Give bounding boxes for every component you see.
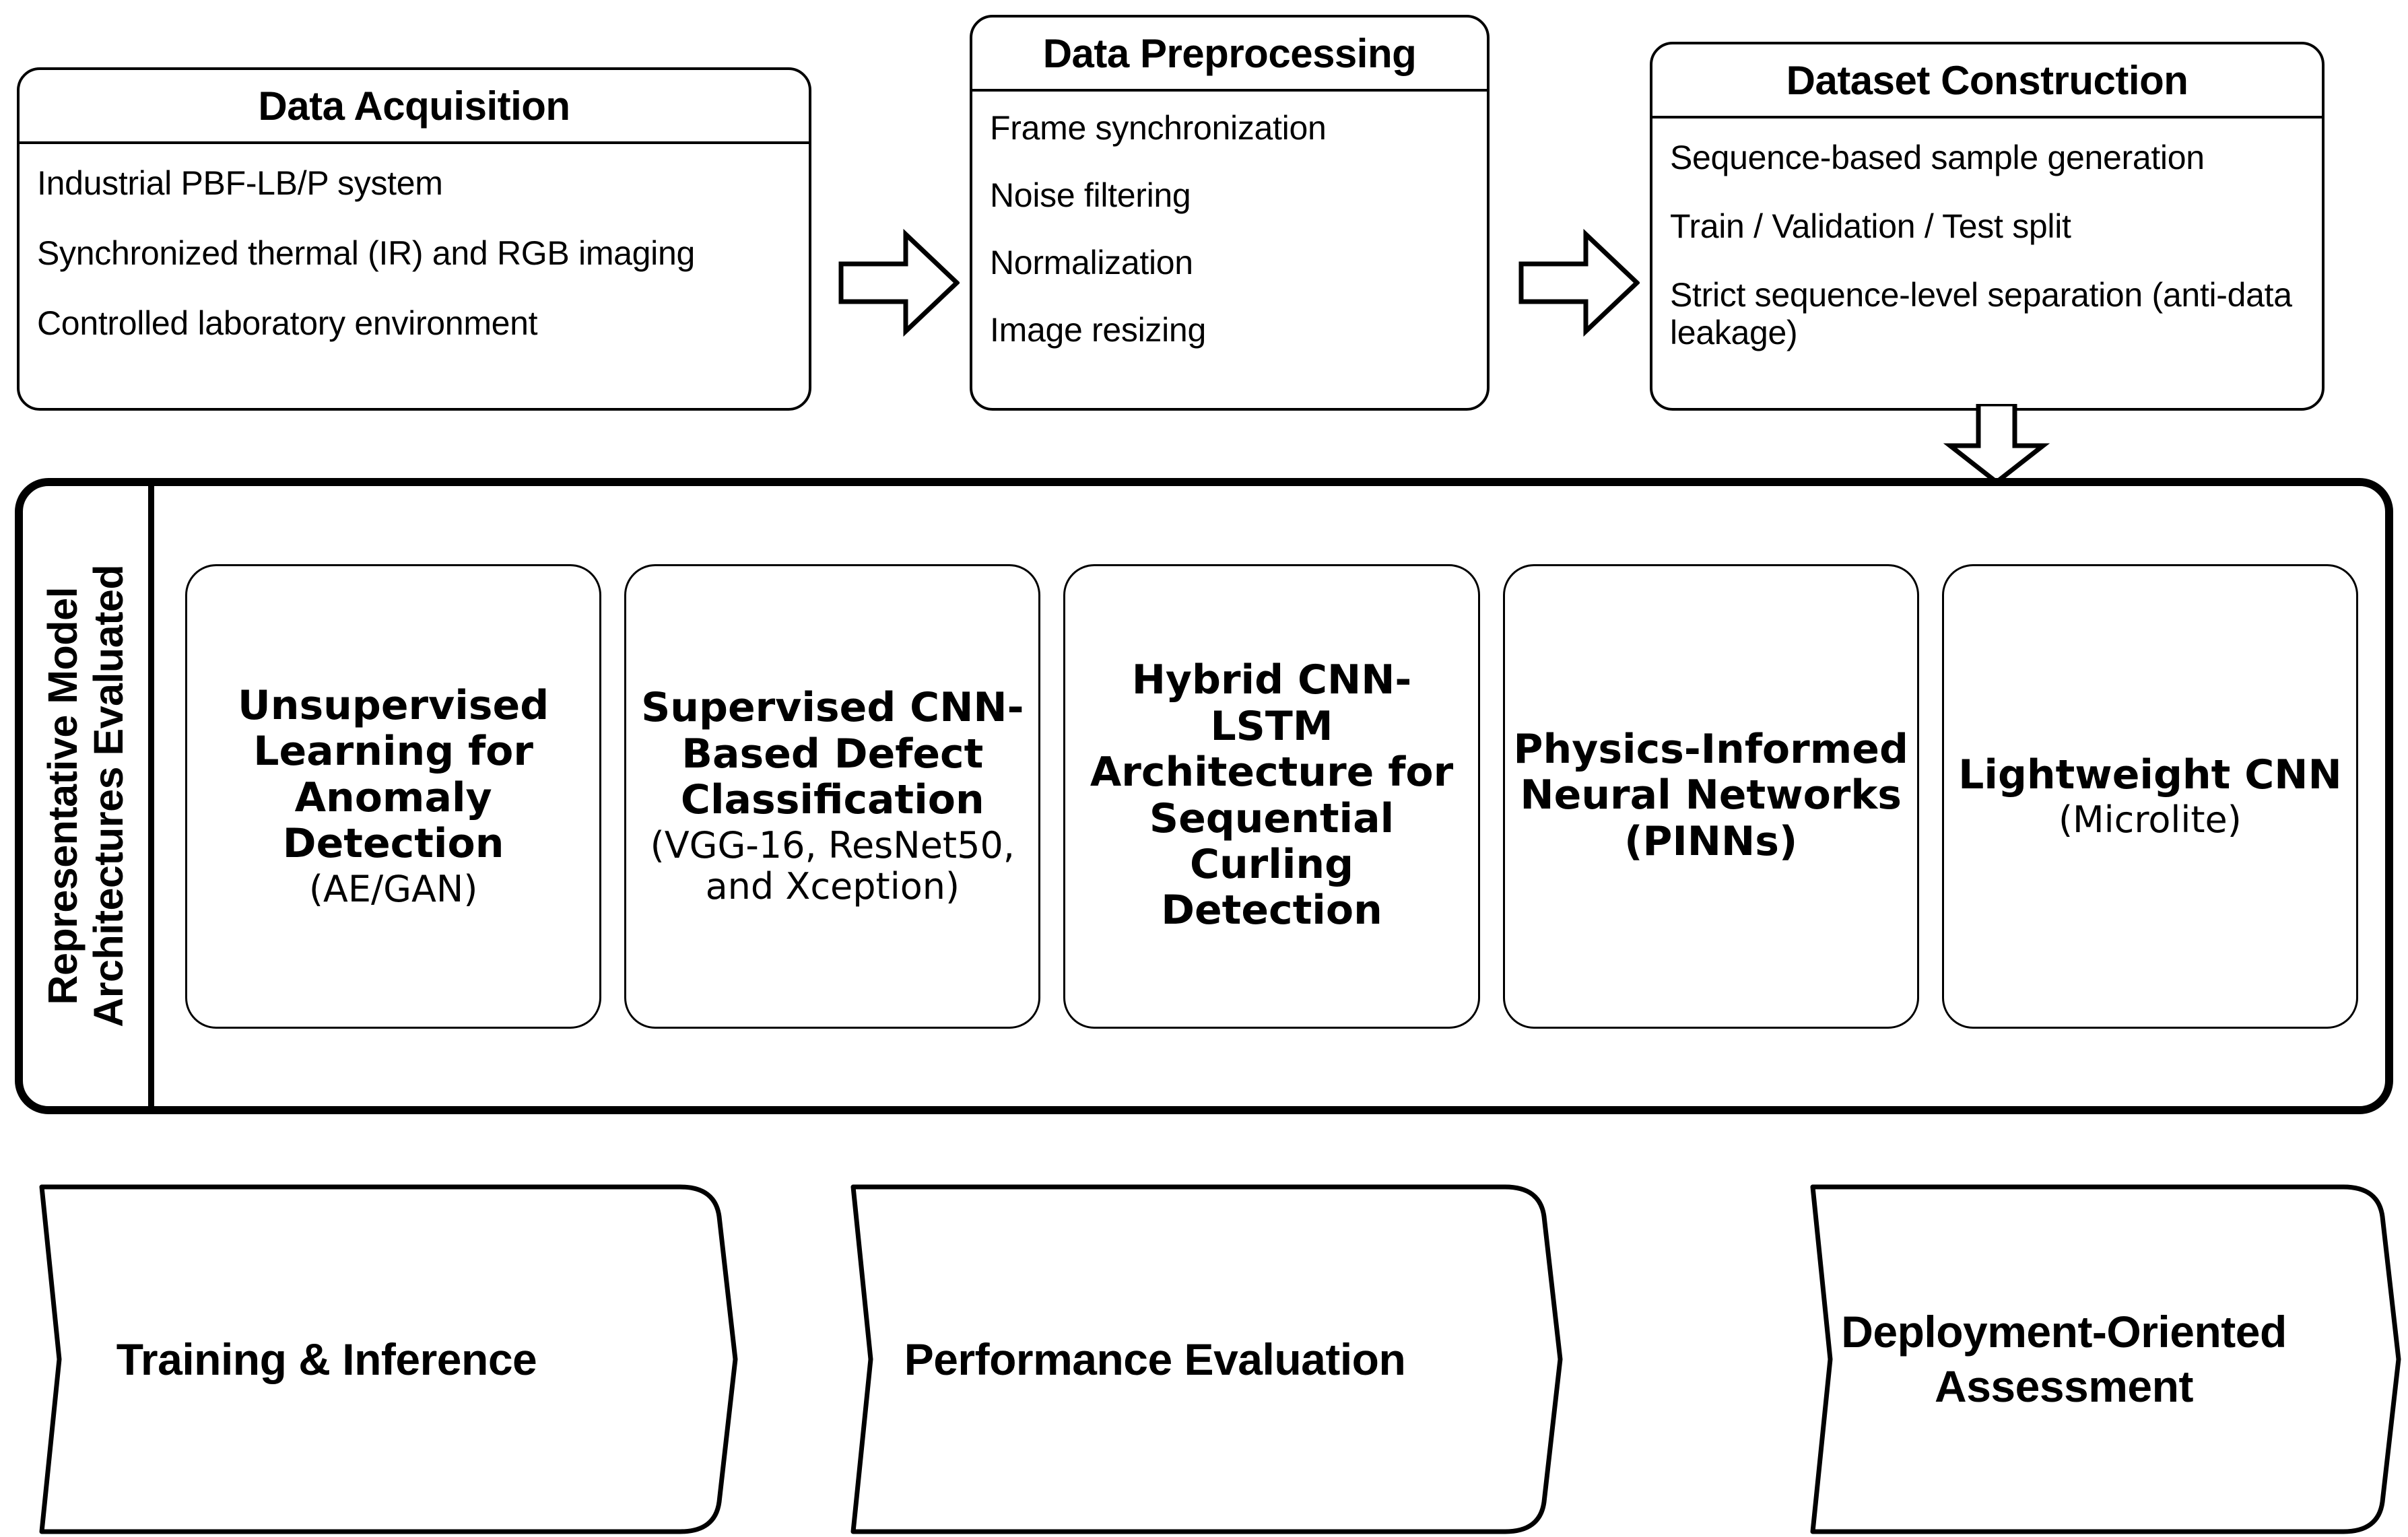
- models-section: Representative Model Architectures Evalu…: [15, 478, 2393, 1114]
- stage-item: Controlled laboratory environment: [37, 304, 538, 342]
- chevron-label: Deployment-Oriented Assessment: [1841, 1307, 2287, 1411]
- stage-title-data-preprocessing: Data Preprocessing: [972, 18, 1487, 92]
- model-card-title: Physics-Informed Neural Networks (PINNs): [1513, 725, 1908, 865]
- arrow-right-icon: [1518, 228, 1641, 337]
- stage-box-dataset-construction: Dataset Construction Sequence-based samp…: [1650, 42, 2325, 411]
- stage-title-dataset-construction: Dataset Construction: [1652, 44, 2322, 118]
- model-card-title: Lightweight CNN: [1958, 751, 2342, 798]
- model-card-subtitle: (AE/GAN): [308, 867, 478, 910]
- stage-item: Frame synchronization: [990, 109, 1327, 147]
- stage-item: Normalization: [990, 244, 1193, 281]
- stage-body-data-acquisition: Industrial PBF-LB/P system Synchronized …: [20, 144, 809, 408]
- model-card-physics-informed-neural-networks[interactable]: Physics-Informed Neural Networks (PINNs): [1502, 563, 1919, 1029]
- stage-item: Sequence-based sample generation: [1670, 139, 2205, 176]
- model-card-subtitle: (Microlite): [2058, 798, 2242, 841]
- models-section-label-line1: Representative Model: [39, 587, 86, 1005]
- arrow-down-icon: [1939, 401, 2054, 485]
- stage-body-dataset-construction: Sequence-based sample generation Train /…: [1652, 118, 2322, 408]
- model-card-lightweight-cnn[interactable]: Lightweight CNN (Microlite): [1941, 563, 2359, 1029]
- stage-body-data-preprocessing: Frame synchronization Noise filtering No…: [972, 92, 1487, 408]
- models-section-label-line2: Architectures Evaluated: [86, 565, 131, 1027]
- models-section-label: Representative Model Architectures Evalu…: [40, 565, 132, 1027]
- arrow-right-icon: [838, 228, 961, 337]
- stage-item: Strict sequence-level separation (anti-d…: [1670, 276, 2292, 351]
- model-card-subtitle: (VGG-16, ResNet50, and Xception): [650, 823, 1015, 908]
- chevron-performance-evaluation[interactable]: Performance Evaluation: [818, 1182, 1566, 1537]
- stage-box-data-acquisition: Data Acquisition Industrial PBF-LB/P sys…: [17, 67, 811, 411]
- model-card-title: Hybrid CNN-LSTM Architecture for Sequent…: [1090, 656, 1454, 934]
- chevron-label: Performance Evaluation: [904, 1334, 1406, 1384]
- model-card-row: Unsupervised Learning for Anomaly Detect…: [154, 486, 2385, 1106]
- stage-item: Industrial PBF-LB/P system: [37, 164, 443, 202]
- stage-item: Train / Validation / Test split: [1670, 207, 2071, 245]
- model-card-unsupervised-anomaly-detection[interactable]: Unsupervised Learning for Anomaly Detect…: [185, 563, 602, 1029]
- chevron-deployment-oriented-assessment[interactable]: Deployment-Oriented Assessment: [1778, 1182, 2404, 1537]
- stage-box-data-preprocessing: Data Preprocessing Frame synchronization…: [970, 15, 1490, 411]
- stage-item: Noise filtering: [990, 176, 1191, 214]
- models-section-label-column: Representative Model Architectures Evalu…: [23, 486, 154, 1106]
- model-card-supervised-cnn-defect-classification[interactable]: Supervised CNN-Based Defect Classificati…: [624, 563, 1041, 1029]
- chevron-label: Training & Inference: [116, 1334, 537, 1384]
- model-card-title: Supervised CNN-Based Defect Classificati…: [641, 684, 1024, 824]
- chevron-training-inference[interactable]: Training & Inference: [7, 1182, 741, 1537]
- model-card-title: Unsupervised Learning for Anomaly Detect…: [238, 681, 549, 868]
- stage-item: Image resizing: [990, 311, 1206, 349]
- stage-item: Synchronized thermal (IR) and RGB imagin…: [37, 234, 696, 272]
- stage-title-data-acquisition: Data Acquisition: [20, 70, 809, 144]
- model-card-hybrid-cnn-lstm[interactable]: Hybrid CNN-LSTM Architecture for Sequent…: [1063, 563, 1480, 1029]
